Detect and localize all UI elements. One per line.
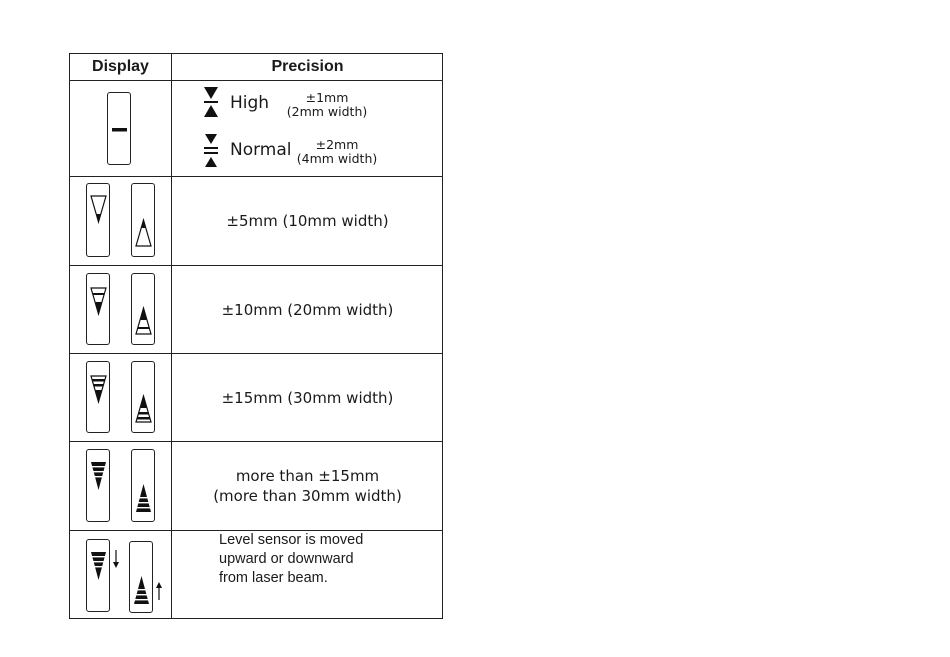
down-window bbox=[86, 449, 110, 522]
precision-line: Level sensor is moved bbox=[219, 531, 363, 550]
high-precision-icon bbox=[202, 85, 220, 121]
display-cell-10mm bbox=[70, 266, 171, 353]
precision-cell-5mm: ±5mm (10mm width) bbox=[172, 177, 443, 265]
up-arrow-two-bar-icon bbox=[132, 274, 156, 346]
precision-line: upward or downward bbox=[219, 550, 354, 569]
display-cell-over-15mm bbox=[70, 442, 171, 530]
normal-label: Normal bbox=[230, 140, 292, 160]
normal-value: ±2mm (4mm width) bbox=[292, 138, 382, 166]
precision-cell-10mm: ±10mm (20mm width) bbox=[172, 266, 443, 353]
down-window bbox=[86, 361, 110, 433]
high-value: ±1mm (2mm width) bbox=[282, 91, 372, 119]
precision-line: more than ±15mm bbox=[236, 466, 379, 486]
precision-table: Display Precision High ±1mm (2mm width) bbox=[69, 53, 443, 619]
center-bar-icon bbox=[108, 93, 132, 166]
up-arrow-three-bar-icon bbox=[132, 362, 156, 434]
normal-width: (4mm width) bbox=[292, 152, 382, 166]
precision-cell-15mm: ±15mm (30mm width) bbox=[172, 354, 443, 441]
precision-header: Precision bbox=[172, 54, 443, 80]
display-cell-on-level bbox=[70, 81, 171, 176]
down-arrow-full-icon bbox=[87, 540, 111, 613]
normal-value-mm: ±2mm bbox=[292, 138, 382, 152]
small-up-arrow-icon bbox=[155, 581, 163, 601]
down-arrow-three-bar-icon bbox=[87, 362, 111, 434]
on-level-window bbox=[107, 92, 131, 165]
up-window bbox=[131, 449, 155, 522]
display-cell-15mm bbox=[70, 354, 171, 441]
up-arrow-outline-icon bbox=[132, 184, 156, 258]
down-window bbox=[86, 273, 110, 345]
precision-line: (more than 30mm width) bbox=[213, 486, 402, 506]
up-window bbox=[131, 183, 155, 257]
up-window bbox=[131, 273, 155, 345]
down-arrow-outline-icon bbox=[87, 184, 111, 258]
precision-line: from laser beam. bbox=[219, 569, 328, 588]
high-label: High bbox=[230, 93, 269, 113]
up-window bbox=[131, 361, 155, 433]
down-arrow-two-bar-icon bbox=[87, 274, 111, 346]
up-window bbox=[129, 541, 153, 613]
display-cell-5mm bbox=[70, 177, 171, 265]
up-arrow-full-icon bbox=[130, 542, 154, 614]
display-cell-sensor-moved bbox=[70, 531, 171, 619]
precision-cell-sensor-moved: Level sensor is moved upward or downward… bbox=[172, 531, 490, 619]
precision-cell-over-15mm: more than ±15mm (more than 30mm width) bbox=[172, 442, 443, 530]
small-down-arrow-icon bbox=[112, 549, 120, 569]
high-width: (2mm width) bbox=[282, 105, 372, 119]
up-arrow-full-icon bbox=[132, 450, 156, 523]
precision-cell-high-normal: High ±1mm (2mm width) Normal ±2mm (4mm w… bbox=[172, 81, 443, 176]
down-window bbox=[86, 183, 110, 257]
down-window bbox=[86, 539, 110, 612]
down-arrow-full-icon bbox=[87, 450, 111, 523]
high-value-mm: ±1mm bbox=[282, 91, 372, 105]
normal-precision-icon bbox=[202, 132, 220, 172]
display-header: Display bbox=[70, 54, 171, 80]
